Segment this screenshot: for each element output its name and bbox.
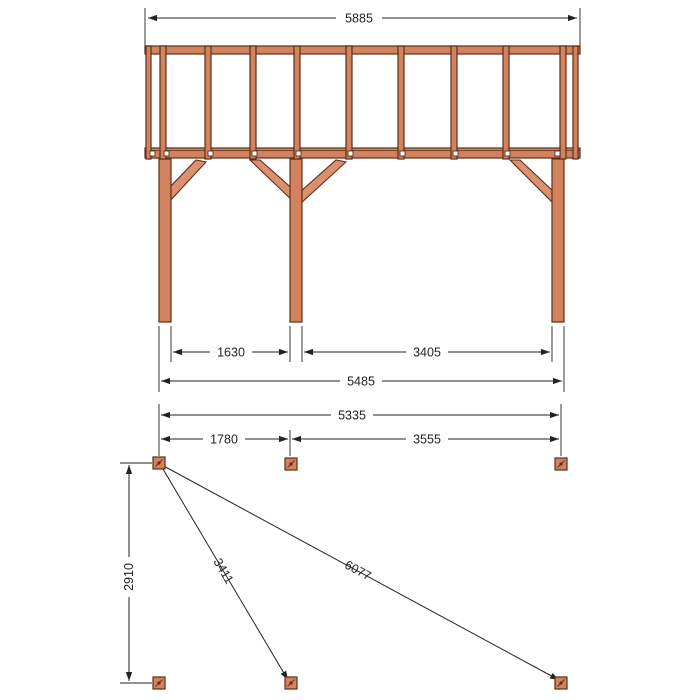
diagonal-short-label: 3411	[211, 556, 237, 586]
plan-span-left-label: 1780	[210, 433, 238, 447]
footing-front-middle	[284, 457, 298, 471]
plan-span-right-label: 3555	[413, 433, 441, 447]
post-span-dimensions: 1630 3405 5485	[158, 326, 565, 392]
footing-back-middle	[284, 676, 298, 690]
post-right	[551, 158, 565, 323]
footing-front-right	[554, 457, 568, 471]
diagonal-long-label: 6077	[342, 558, 373, 584]
post-span-right-label: 3405	[413, 346, 441, 360]
posts	[158, 158, 565, 323]
roof-frame	[144, 45, 581, 160]
plan-diagonals: 3411 6077	[159, 463, 560, 681]
rafter-2	[249, 45, 257, 160]
plan-horizontal-dimensions: 5335 1780 3555	[158, 404, 562, 456]
knee-braces	[168, 159, 555, 206]
rafter-7	[502, 45, 510, 160]
end-post-left-inner	[159, 45, 167, 160]
overall-width-label: 5885	[345, 12, 373, 26]
plan-overall-label: 5335	[338, 409, 366, 423]
post-span-left-label: 1630	[217, 346, 245, 360]
end-post-left-outer	[145, 45, 152, 160]
post-left	[158, 158, 172, 323]
plan-depth-dimension: 2910	[120, 462, 152, 684]
top-beam	[144, 45, 581, 55]
footing-back-left	[152, 676, 166, 690]
rafter-3	[293, 45, 301, 160]
foundation-plan: 5335 1780 3555 2910 3411 6077	[120, 404, 568, 690]
rafter-6	[450, 45, 458, 160]
plan-depth-label: 2910	[122, 563, 136, 591]
footing-front-left	[152, 456, 166, 470]
rafter-4	[345, 45, 353, 160]
post-outer-label: 5485	[347, 375, 375, 389]
rafter-1	[204, 45, 212, 160]
footings	[152, 456, 568, 690]
bottom-beam	[144, 147, 581, 159]
footing-back-right	[554, 676, 568, 690]
overall-width-dimension: 5885	[144, 8, 581, 46]
end-post-right-inner	[559, 45, 567, 160]
end-post-right-outer	[572, 45, 579, 160]
post-middle	[289, 158, 303, 323]
elevation-view: 5885	[144, 8, 581, 392]
rafter-5	[397, 45, 405, 160]
